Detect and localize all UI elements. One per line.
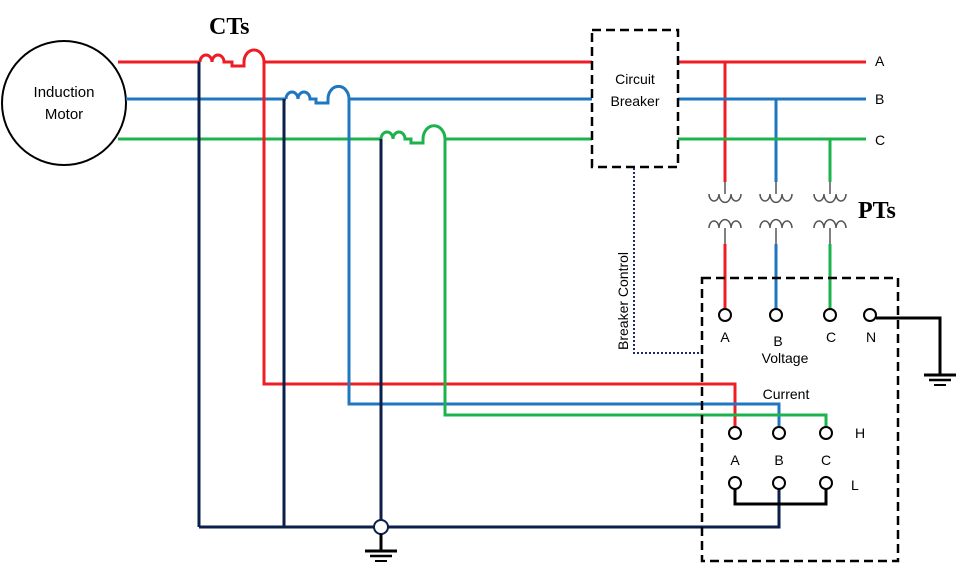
voltage-label: Voltage: [762, 350, 809, 366]
ct-b-secondary: [347, 99, 781, 428]
bus-label-a: A: [875, 53, 885, 69]
current-label: Current: [763, 386, 810, 402]
relay-box: [700, 276, 900, 563]
ground-symbol-ct: [365, 519, 397, 562]
ct-a-secondary: [262, 62, 737, 428]
voltage-terminal-n: N: [866, 329, 876, 345]
pt-c: [813, 182, 847, 244]
voltage-terminals: A B C N Voltage: [718, 308, 877, 366]
pt-symbols: [708, 182, 847, 244]
pt-a: [708, 182, 742, 244]
bus-label-c: C: [875, 132, 885, 148]
ct-c-secondary: [443, 139, 828, 428]
ct-return-wires: [197, 62, 781, 529]
pt-b: [759, 182, 793, 244]
bus-label-b: B: [875, 91, 884, 107]
breaker-label-2: Breaker: [610, 93, 659, 109]
phase-c-line: [118, 137, 866, 312]
ct-coil-a: [198, 48, 266, 68]
motor-label-2: Motor: [45, 106, 83, 123]
breaker-control-line: [633, 168, 702, 354]
current-high-label: H: [855, 425, 865, 441]
motor-label-1: Induction: [34, 84, 95, 101]
phase-b-line: [126, 97, 866, 312]
current-terminal-c: C: [821, 452, 831, 468]
ct-coil-c: [379, 124, 447, 145]
pts-title: PTs: [858, 198, 896, 224]
circuit-breaker: Circuit Breaker: [590, 28, 680, 169]
breaker-label-1: Circuit: [615, 71, 655, 87]
bus-labels: A B C: [875, 53, 885, 148]
current-terminal-b: B: [774, 452, 783, 468]
voltage-terminal-a: A: [720, 329, 730, 345]
ct-coil-b: [284, 84, 351, 105]
current-low-label: L: [851, 477, 859, 493]
current-terminals: Current H A B C L: [728, 386, 865, 506]
breaker-control-label: Breaker Control: [615, 252, 631, 350]
voltage-terminal-b: B: [773, 333, 782, 349]
cts-title: CTs: [209, 14, 249, 40]
neutral-ground: [876, 316, 956, 386]
induction-motor: Induction Motor: [1, 40, 127, 166]
current-terminal-a: A: [730, 452, 740, 468]
voltage-terminal-c: C: [826, 329, 836, 345]
